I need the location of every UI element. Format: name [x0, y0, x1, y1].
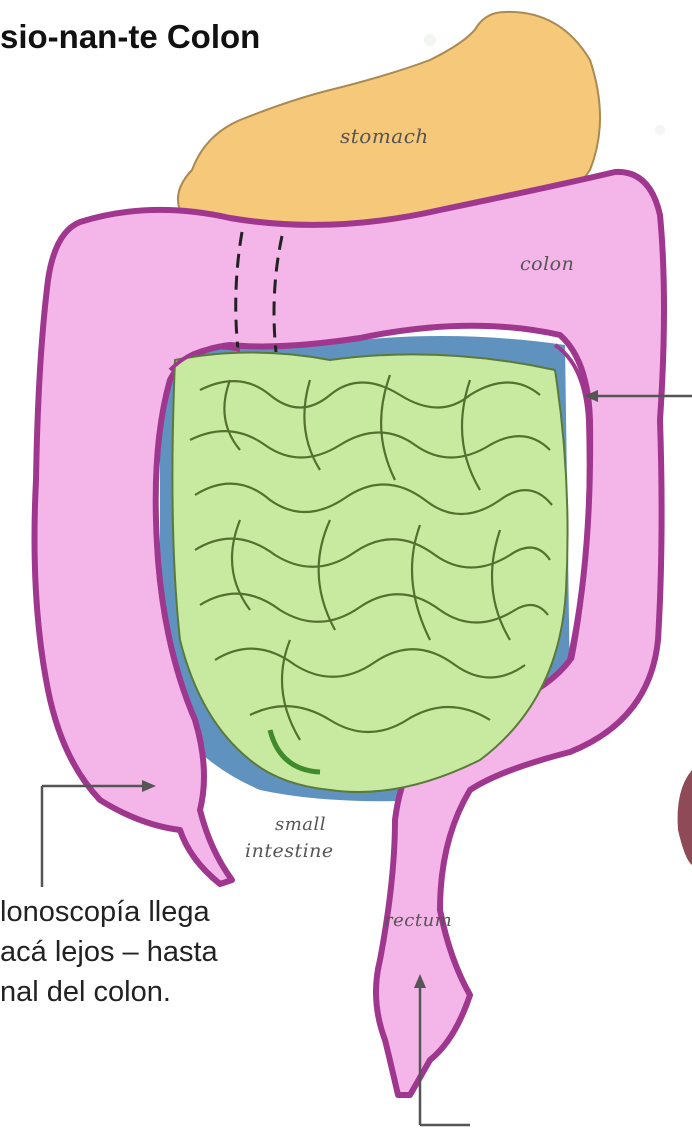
caption-text: lonoscopía llega acá lejos – hasta nal d…	[0, 892, 330, 1012]
label-small-intestine-line1: small	[275, 814, 326, 835]
caption-line-3: nal del colon.	[0, 972, 330, 1012]
small-intestine	[172, 353, 567, 793]
caption-line-1: lonoscopía llega	[0, 892, 330, 932]
label-rectum: rectum	[384, 910, 452, 931]
cropped-object-right-edge	[678, 770, 692, 865]
label-colon: colon	[520, 253, 574, 275]
caption-line-2: acá lejos – hasta	[0, 932, 330, 972]
label-small-intestine-line2: intestine	[245, 840, 334, 862]
label-stomach: stomach	[340, 124, 429, 148]
page-title: sio-nan-te Colon	[0, 18, 260, 56]
